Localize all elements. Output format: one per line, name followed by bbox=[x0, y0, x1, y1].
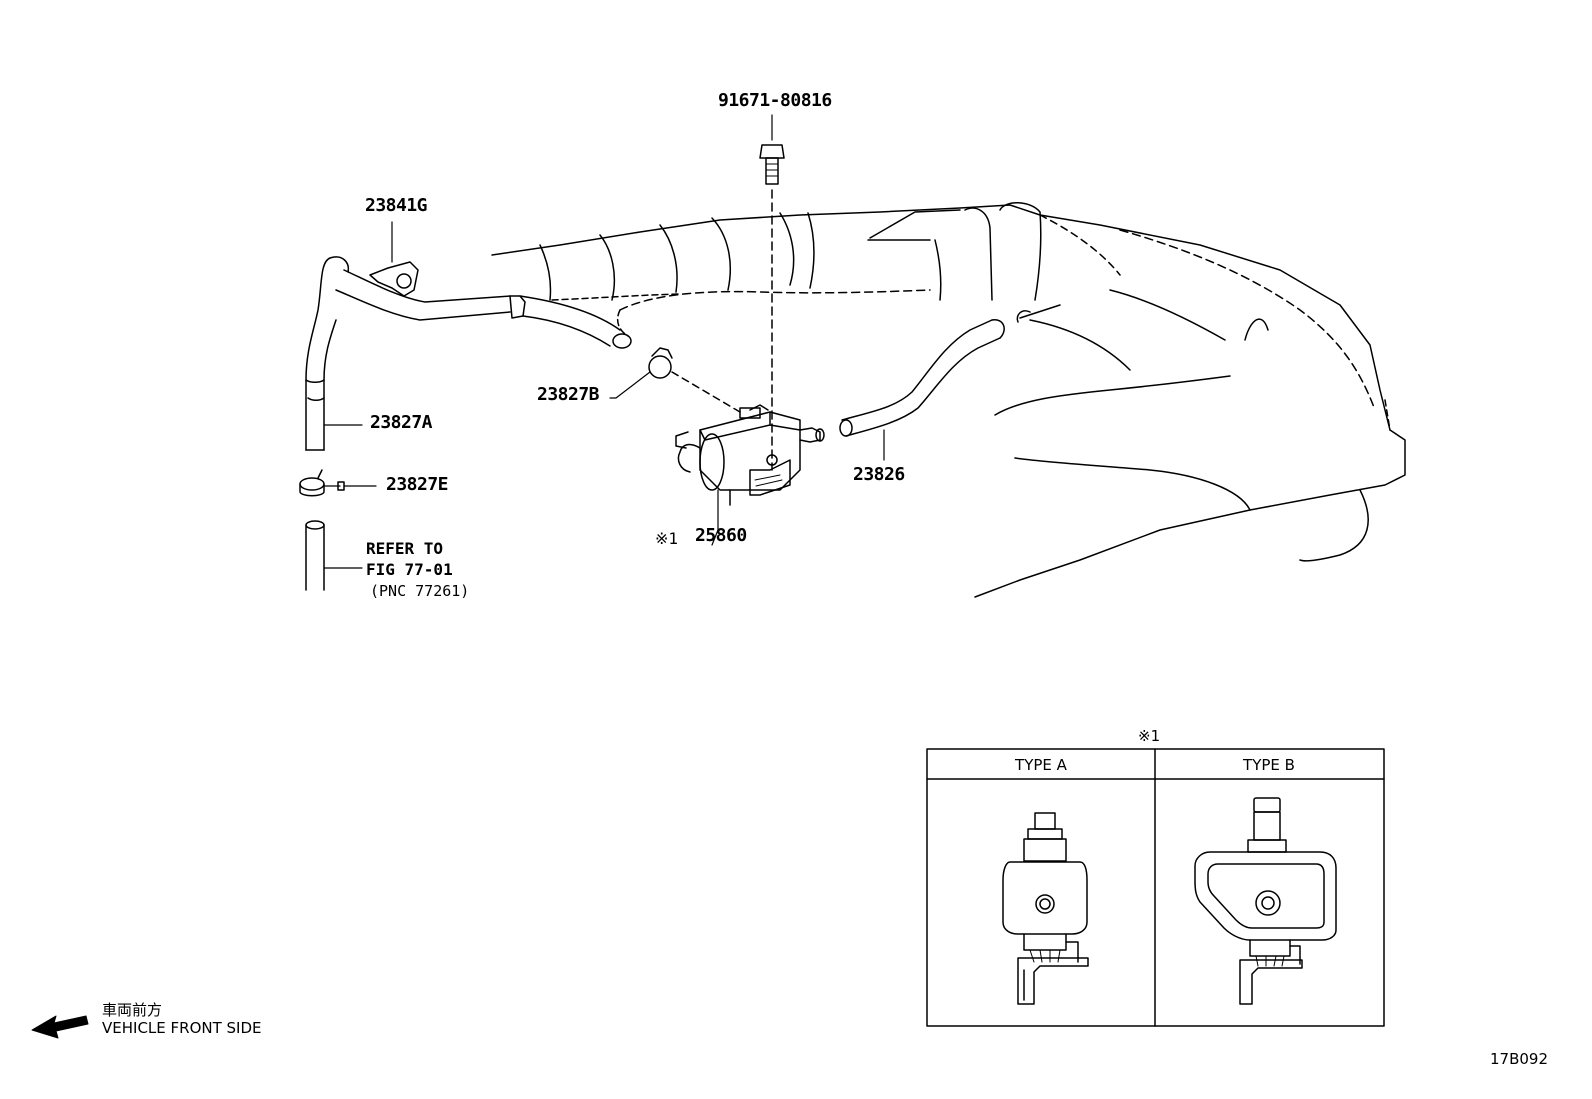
figure-code: 17B092 bbox=[1490, 1050, 1549, 1068]
inset-box bbox=[926, 748, 1385, 1027]
vsv-25860 bbox=[675, 404, 825, 546]
inset-mark: ※1 bbox=[1138, 727, 1161, 745]
bolt-part bbox=[759, 114, 785, 471]
clip-23827B bbox=[609, 347, 741, 413]
label-23827E: 23827E bbox=[386, 474, 449, 495]
label-23841G: 23841G bbox=[365, 195, 428, 216]
type-b-valve bbox=[1194, 797, 1337, 1005]
clamp-23841G bbox=[369, 221, 419, 297]
label-23827A: 23827A bbox=[370, 412, 433, 433]
front-direction-jp: 車両前方 bbox=[102, 1001, 163, 1019]
label-bolt: 91671-80816 bbox=[718, 90, 832, 111]
label-vsv-mark: ※1 bbox=[655, 529, 679, 548]
hose-23827A bbox=[305, 256, 632, 451]
refer-line-1: REFER TO bbox=[366, 539, 444, 558]
refer-line-3: (PNC 77261) bbox=[370, 582, 470, 600]
label-23826: 23826 bbox=[853, 464, 905, 485]
refer-line-2: FIG 77-01 bbox=[366, 560, 453, 579]
refer-hose bbox=[305, 520, 363, 591]
left-arrow-icon bbox=[31, 1015, 89, 1039]
type-a-header: TYPE A bbox=[1015, 756, 1067, 774]
hose-23826 bbox=[839, 319, 1005, 461]
engine-outline bbox=[491, 202, 1406, 598]
clip-23827E bbox=[299, 469, 377, 497]
type-a-valve bbox=[1002, 812, 1089, 1005]
front-direction-en: VEHICLE FRONT SIDE bbox=[102, 1019, 262, 1037]
label-23827B: 23827B bbox=[537, 384, 600, 405]
type-b-header: TYPE B bbox=[1243, 756, 1295, 774]
label-25860: 25860 bbox=[695, 525, 747, 546]
